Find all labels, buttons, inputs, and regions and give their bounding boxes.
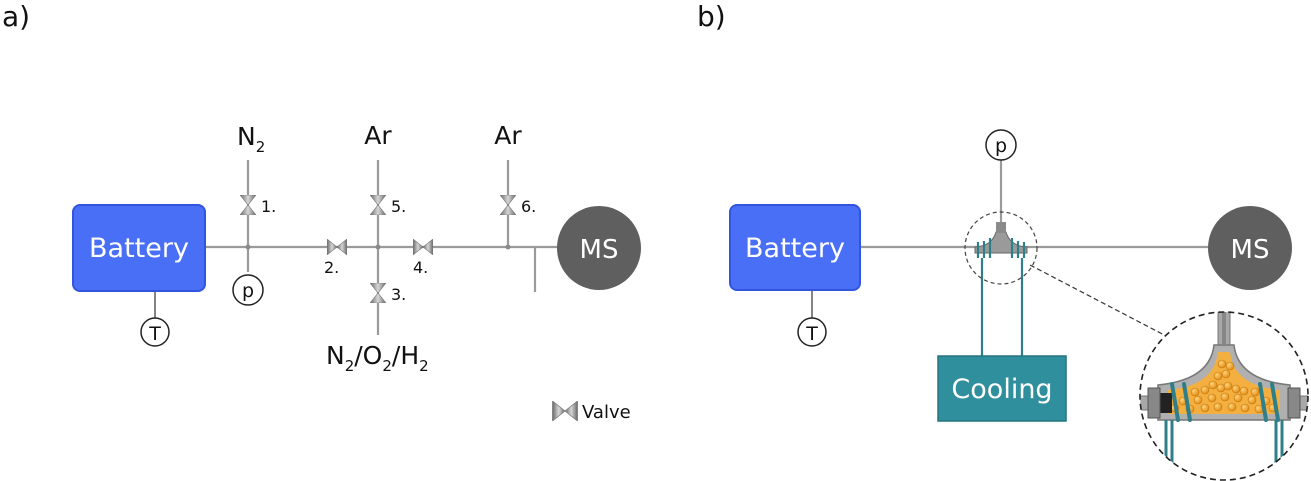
valve-2: 2.: [324, 239, 347, 277]
battery-label-a: Battery: [89, 233, 189, 264]
temperature-sensor-b: T: [797, 317, 827, 347]
temp-sensor-label-b: T: [805, 323, 818, 345]
gas-n2-label: N2: [237, 122, 265, 156]
panel-b-label: b): [697, 0, 726, 33]
valve-6: 6.: [500, 195, 536, 216]
valve-legend-icon: [552, 401, 578, 421]
svg-text:2.: 2.: [324, 258, 339, 277]
svg-text:6.: 6.: [521, 197, 536, 216]
temperature-sensor-a: T: [140, 317, 170, 347]
pressure-sensor-label-b: p: [995, 135, 1007, 157]
temp-sensor-label-a: T: [148, 323, 161, 345]
panel-a-label: a): [2, 0, 30, 33]
pressure-sensor-label-a: p: [242, 280, 254, 302]
reactor-zoom: [1139, 311, 1309, 481]
pressure-sensor-b: p: [985, 129, 1017, 161]
svg-text:4.: 4.: [413, 258, 428, 277]
valve-legend: Valve: [552, 401, 631, 423]
panel-a-pipes: [154, 160, 565, 335]
gas-ar-label-1: Ar: [364, 121, 392, 150]
zoom-leader-line: [1029, 264, 1171, 339]
ms-label-a: MS: [580, 235, 619, 265]
pressure-sensor-a: p: [232, 274, 264, 306]
valve-4: 4.: [413, 239, 433, 277]
valve-1: 1.: [240, 195, 276, 216]
svg-text:5.: 5.: [391, 197, 406, 216]
gas-ar-label-2: Ar: [494, 121, 522, 150]
svg-text:3.: 3.: [391, 285, 406, 304]
cooling-box: Cooling: [937, 355, 1067, 422]
valve-3: 3.: [370, 283, 406, 304]
battery-label-b: Battery: [745, 233, 845, 264]
cooling-label: Cooling: [951, 374, 1052, 405]
ms-label-b: MS: [1231, 235, 1270, 265]
battery-box-a: Battery: [72, 204, 206, 292]
battery-box-b: Battery: [729, 204, 861, 291]
ms-circle-a: MS: [557, 206, 641, 290]
reactor-small: [964, 211, 1038, 356]
ms-circle-b: MS: [1208, 206, 1292, 290]
valve-legend-label: Valve: [582, 402, 631, 423]
valve-5: 5.: [370, 195, 406, 216]
panel-b: b) Battery MS T p: [697, 0, 1309, 481]
svg-text:1.: 1.: [261, 197, 276, 216]
gas-mix-label: N2/O2/H2: [326, 341, 429, 375]
panel-a: a) Battery MS T: [2, 0, 641, 423]
